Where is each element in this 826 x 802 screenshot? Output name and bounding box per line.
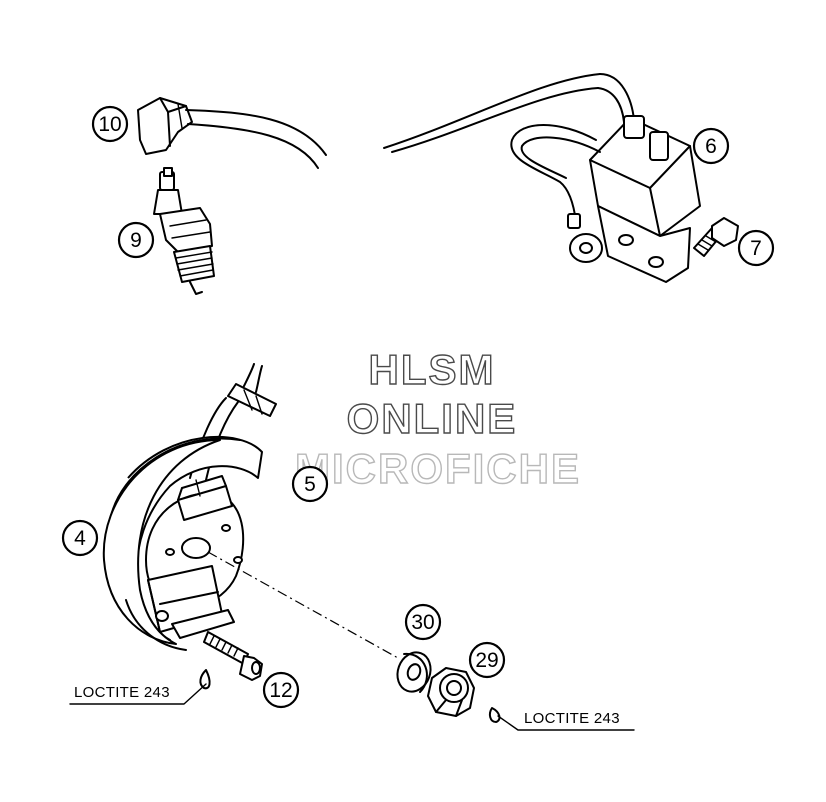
svg-text:30: 30 bbox=[411, 611, 434, 634]
loctite-drop-left bbox=[199, 669, 211, 690]
callout-5: 5 bbox=[291, 465, 329, 503]
stator-screw bbox=[203, 631, 263, 681]
callout-9: 9 bbox=[117, 221, 155, 259]
svg-text:4: 4 bbox=[74, 527, 86, 550]
svg-text:29: 29 bbox=[475, 649, 498, 672]
svg-text:5: 5 bbox=[304, 473, 316, 496]
callout-29: 29 bbox=[468, 641, 506, 679]
nut bbox=[427, 667, 475, 717]
loctite-note-left: LOCTITE 243 bbox=[69, 683, 207, 705]
svg-text:10: 10 bbox=[98, 113, 121, 136]
watermark-line-1: HLSM bbox=[369, 346, 496, 393]
ignition-lead bbox=[185, 73, 635, 169]
loctite-label-left: LOCTITE 243 bbox=[74, 684, 170, 701]
callout-4: 4 bbox=[61, 519, 99, 557]
loctite-label-right: LOCTITE 243 bbox=[524, 710, 620, 727]
watermark: HLSM ONLINE MICROFICHE bbox=[294, 345, 581, 492]
callout-30: 30 bbox=[404, 603, 442, 641]
svg-text:12: 12 bbox=[269, 679, 292, 702]
ground-wire bbox=[510, 124, 603, 263]
stator-plate bbox=[102, 435, 263, 651]
svg-text:9: 9 bbox=[130, 229, 142, 252]
washer bbox=[396, 651, 432, 693]
callout-6: 6 bbox=[692, 127, 730, 165]
callout-10: 10 bbox=[91, 105, 129, 143]
spark-plug bbox=[153, 167, 215, 295]
spark-plug-cap bbox=[137, 97, 193, 155]
loctite-note-right: LOCTITE 243 bbox=[497, 710, 635, 731]
loctite-drop-right bbox=[488, 707, 501, 723]
stator-mount-holes bbox=[155, 556, 243, 622]
assembly-centerline bbox=[207, 551, 399, 659]
stator-coil-upper bbox=[177, 475, 233, 521]
svg-text:7: 7 bbox=[750, 237, 762, 260]
watermark-line-3: MICROFICHE bbox=[295, 445, 581, 492]
svg-text:6: 6 bbox=[705, 135, 717, 158]
callout-12: 12 bbox=[262, 671, 300, 709]
callout-7: 7 bbox=[737, 229, 775, 267]
ignition-coil bbox=[589, 115, 701, 283]
watermark-line-2: ONLINE bbox=[347, 395, 518, 442]
stator-wire bbox=[189, 363, 277, 481]
coil-bolt bbox=[693, 217, 739, 257]
